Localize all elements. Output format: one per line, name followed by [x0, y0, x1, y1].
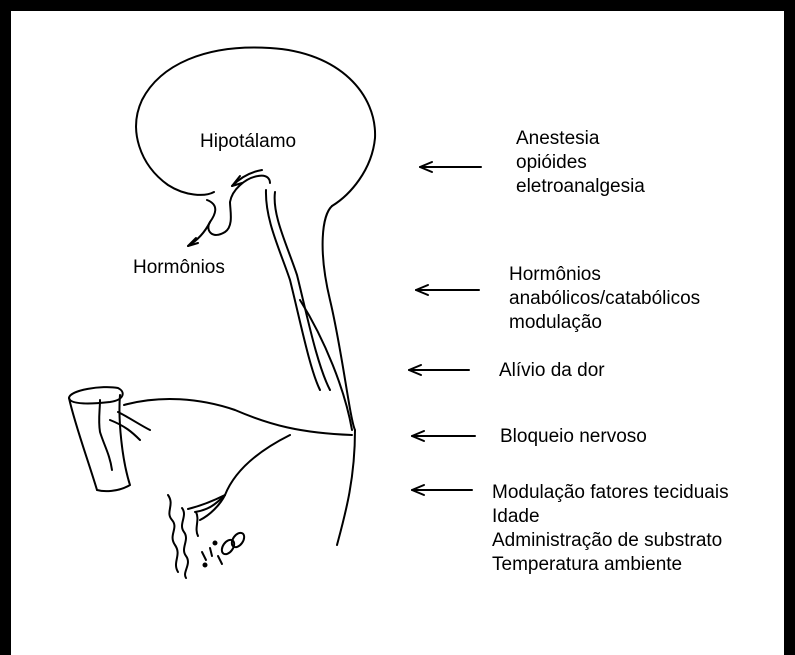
intervention-pain-relief: Alívio da dor: [499, 359, 605, 383]
brain-outline: [136, 48, 375, 206]
intervention-line: opióides: [516, 151, 645, 175]
intervention-tissue-factors: Modulação fatores teciduais Idade Admini…: [492, 481, 729, 577]
hypothalamus-arrow: [232, 170, 262, 186]
spinal-cord-inner-left: [266, 190, 320, 390]
intervention-line: Modulação fatores teciduais: [492, 481, 729, 505]
tissue-wavy-2: [182, 508, 188, 578]
intervention-line: Administração de substrato: [492, 529, 729, 553]
spinal-cord-inner-right: [275, 192, 330, 390]
intervention-arrows: [409, 162, 481, 495]
intervention-line: Alívio da dor: [499, 359, 605, 383]
intervention-anesthesia: Anestesia opióides eletroanalgesia: [516, 127, 645, 199]
intervention-line: modulação: [509, 311, 700, 335]
hypothalamus-label: Hipotálamo: [200, 130, 296, 154]
peripheral-nerve-lower: [195, 435, 290, 512]
hormones-label: Hormônios: [133, 256, 225, 280]
peripheral-organ: [69, 387, 123, 403]
intervention-line: Anestesia: [516, 127, 645, 151]
intervention-line: Hormônios: [509, 263, 700, 287]
peripheral-nerve-upper: [124, 399, 352, 435]
spinal-cord: [323, 206, 355, 545]
intervention-nerve-block: Bloqueio nervoso: [500, 425, 647, 449]
tissue-wavy-1: [168, 495, 178, 572]
intervention-hormones: Hormônios anabólicos/catabólicos modulaç…: [509, 263, 700, 335]
intervention-line: Bloqueio nervoso: [500, 425, 647, 449]
intervention-line: eletroanalgesia: [516, 175, 645, 199]
intervention-line: Idade: [492, 505, 729, 529]
intervention-line: Temperatura ambiente: [492, 553, 729, 577]
intervention-line: anabólicos/catabólicos: [509, 287, 700, 311]
